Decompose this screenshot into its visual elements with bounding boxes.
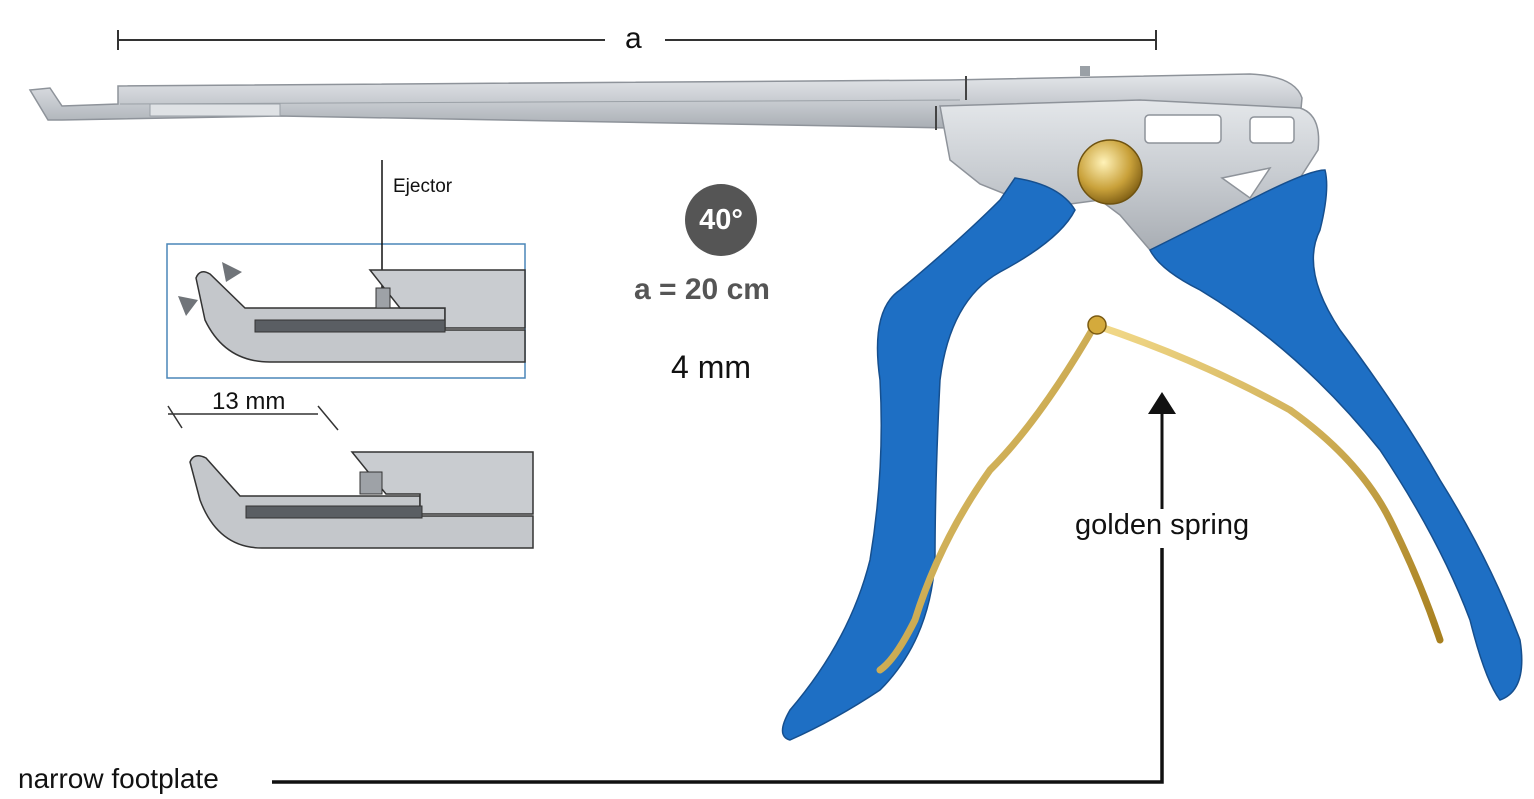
tip-detail-upper — [166, 160, 526, 379]
golden-knob — [1077, 139, 1143, 205]
front-handle — [781, 177, 1076, 741]
ejector-label: Ejector — [393, 176, 453, 197]
tip-detail-lower — [189, 451, 534, 549]
footplate-length-label: 13 mm — [212, 388, 286, 415]
callout-golden-spring — [1148, 392, 1176, 512]
callout-narrow-footplate — [272, 548, 1164, 784]
golden-spring-label: golden spring — [1071, 509, 1254, 542]
bite-size-label: 4 mm — [671, 349, 751, 385]
golden-spring — [876, 315, 1444, 674]
length-label: a = 20 cm — [634, 273, 770, 306]
angle-badge: 40° — [685, 184, 757, 256]
narrow-footplate-label: narrow footplate — [18, 763, 219, 794]
rear-handle — [1148, 169, 1523, 701]
dimension-line-13mm — [167, 405, 339, 431]
dimension-a-label: a — [625, 22, 642, 55]
dimension-line-a — [117, 30, 1157, 50]
